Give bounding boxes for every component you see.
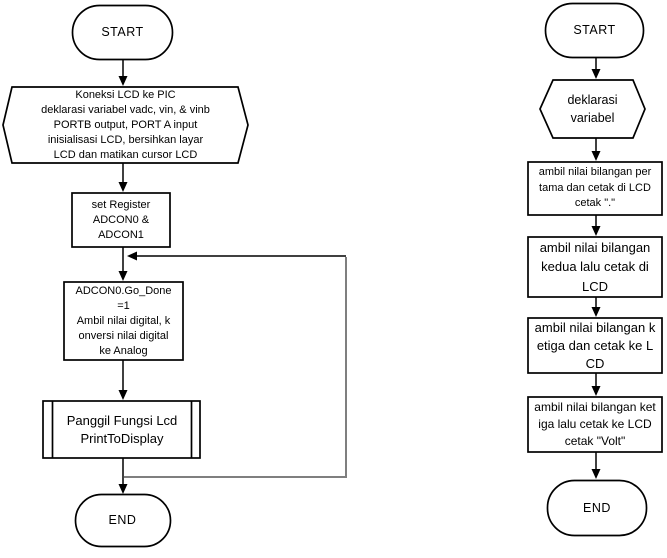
loop-return-line <box>124 257 347 478</box>
terminator-end-left-shape <box>74 493 172 548</box>
arrowhead-left-2 <box>118 182 128 192</box>
process-step2-shape <box>527 236 663 298</box>
preparation-right-shape <box>539 79 646 139</box>
terminator-start-right-shape <box>544 2 645 59</box>
arrowhead-left-1 <box>118 76 128 86</box>
terminator-start-left-shape <box>71 4 174 61</box>
preparation-left-label: Koneksi LCD ke PIC deklarasi variabel va… <box>41 88 210 161</box>
arrowhead-left-5 <box>118 484 128 494</box>
process-step2-label: ambil nilai bilangan kedua lalu cetak di… <box>539 239 651 294</box>
process-adc-label: ADCON0.Go_Done =1 Ambil nilai digital, k… <box>75 284 172 357</box>
process-step1-shape <box>527 161 663 216</box>
process-step4-shape <box>527 396 663 453</box>
process-step3-label: ambil nilai bilangan k etiga dan cetak k… <box>534 319 656 371</box>
arrowhead-right-5 <box>591 386 601 396</box>
arrowhead-right-6 <box>591 469 601 479</box>
terminator-end-right-label: END <box>583 500 611 515</box>
arrowhead-right-4 <box>591 307 601 317</box>
process-set-register-label: set Register ADCON0 & ADCON1 <box>91 198 151 241</box>
arrowhead-left-3 <box>118 271 128 281</box>
process-step4-label: ambil nilai bilangan ket iga lalu cetak … <box>534 400 656 448</box>
process-step3-shape <box>527 317 663 374</box>
preparation-left-shape <box>2 86 249 164</box>
arrowhead-left-4 <box>118 390 128 400</box>
arrowhead-right-2 <box>591 151 601 161</box>
process-step1-label: ambil nilai bilangan per tama dan cetak … <box>538 166 652 210</box>
predefined-process-shape <box>42 400 201 459</box>
terminator-start-left-label: START <box>101 25 144 39</box>
predefined-process-label: Panggil Fungsi Lcd PrintToDisplay <box>66 412 178 446</box>
process-set-register-shape <box>71 192 171 248</box>
preparation-right-label: deklarasi variabel <box>567 93 618 125</box>
process-adc-shape <box>63 281 184 361</box>
arrowhead-right-1 <box>591 69 601 79</box>
terminator-end-right-shape <box>546 479 648 537</box>
terminator-start-right-label: START <box>573 23 616 37</box>
arrowhead-right-3 <box>591 226 601 236</box>
terminator-end-left-label: END <box>108 513 137 527</box>
loop-arrowhead <box>127 251 137 261</box>
